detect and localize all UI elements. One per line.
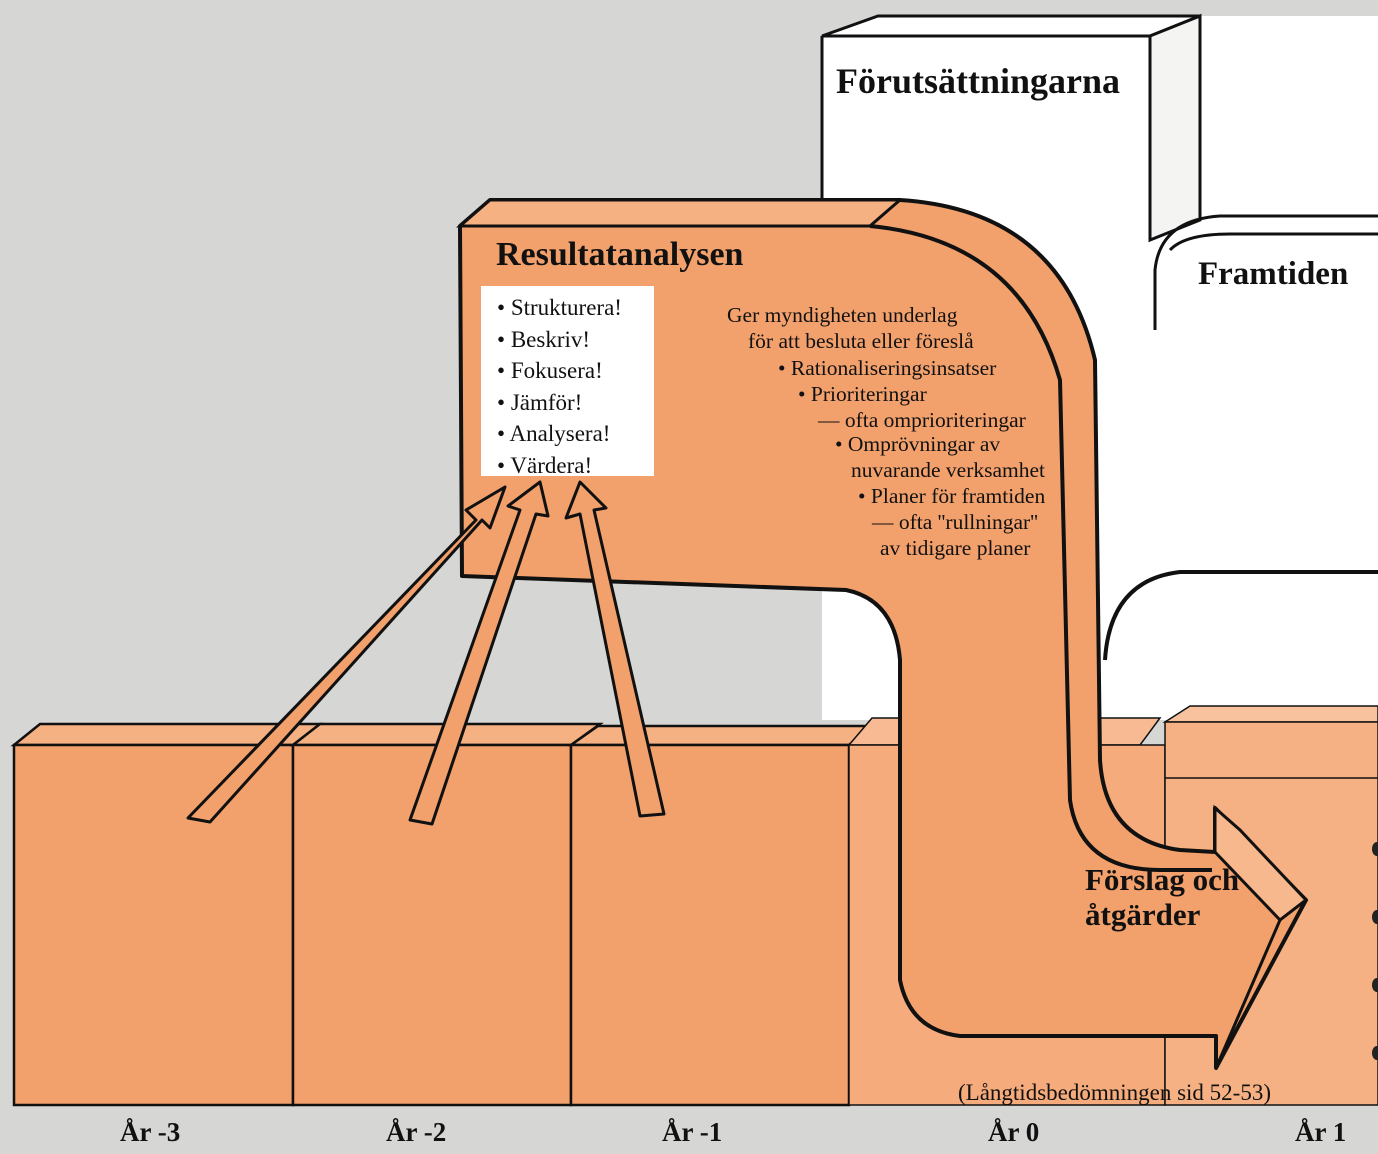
source-note: (Långtidsbedömningen sid 52-53) [958,1080,1271,1106]
description-subitem: nuvarande verksamhet [851,457,1045,485]
description-subitem: — ofta ''rullningar'' [872,509,1038,537]
year-label: År 0 [988,1117,1039,1148]
bullet-dot [1372,978,1378,992]
list-item: Analysera! [497,418,622,450]
list-item: Strukturera! [497,292,622,324]
bullet-dot [1372,842,1378,856]
description-subitem: av tidigare planer [880,535,1030,563]
list-item: Värdera! [497,450,622,482]
list-item: Beskriv! [497,324,622,356]
year-label: År -2 [386,1117,446,1148]
description-item: • Omprövningar av [835,431,1000,459]
list-item: Fokusera! [497,355,622,387]
list-item: Jämför! [497,387,622,419]
forslag-label: Förslag och åtgärder [1085,862,1245,932]
year-label: År 1 [1295,1117,1346,1148]
forutsattningarna-title: Förutsättningarna [836,60,1120,102]
year-label: År -1 [662,1117,722,1148]
bullet-dot [1372,1046,1378,1060]
bullet-dot [1372,910,1378,924]
description-item: • Rationaliseringsinsatser [778,355,996,383]
imperative-list: Strukturera! Beskriv! Fokusera! Jämför! … [497,292,622,481]
framtiden-label: Framtiden [1198,256,1348,293]
description-line: för att besluta eller föreslå [748,328,974,356]
year-label: År -3 [120,1117,180,1148]
resultatanalysen-title: Resultatanalysen [496,236,743,274]
description-item: • Planer för framtiden [858,483,1045,511]
description-item: • Prioriteringar [798,381,927,409]
description-line: Ger myndigheten underlag [727,302,957,330]
